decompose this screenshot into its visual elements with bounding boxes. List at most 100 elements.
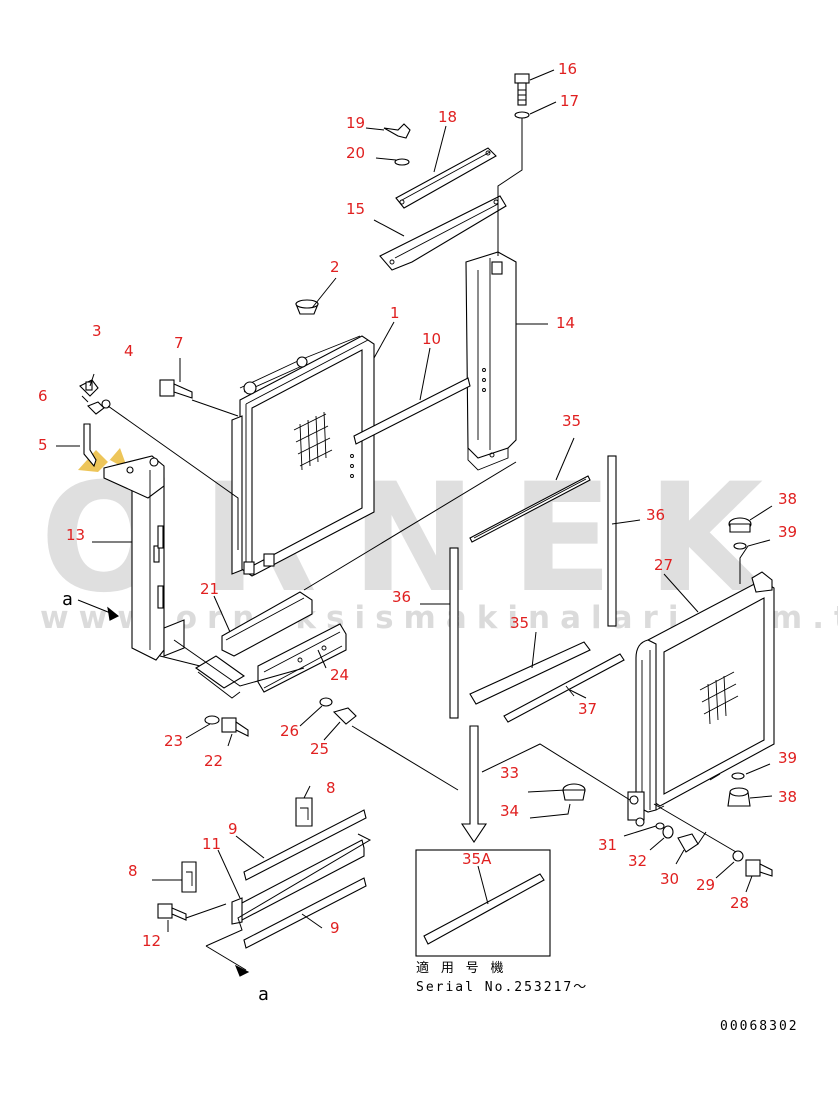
callout-20: 20 [346, 144, 365, 162]
callout-8-left: 8 [128, 862, 138, 880]
bolt-22 [221, 717, 249, 737]
stay-13 [103, 455, 185, 661]
seal-10 [353, 377, 471, 445]
ref-arrow-a-bottom: a [205, 945, 269, 1005]
callout-21: 21 [200, 580, 219, 598]
washer-23 [204, 715, 220, 725]
callout-28: 28 [730, 894, 749, 912]
callout-38-bottom: 38 [778, 788, 797, 806]
bolt-7 [159, 379, 193, 399]
cap-34 [562, 783, 586, 801]
oring-39-top [733, 542, 747, 550]
ref-arrow-a-top: a [62, 589, 120, 621]
bracket-18 [395, 147, 497, 209]
seal-36-right [607, 455, 617, 627]
clip-6 [87, 401, 105, 415]
callout-8-top: 8 [326, 779, 336, 797]
ref-label-a-bottom: a [258, 984, 269, 1005]
bolt-16 [514, 73, 530, 106]
callout-19: 19 [346, 114, 365, 132]
radiator-27 [627, 571, 775, 827]
bracket-21 [221, 591, 313, 657]
callout-16: 16 [558, 60, 577, 78]
applicability-label: 適 用 号 機 [416, 960, 505, 976]
block-8-top [295, 797, 313, 827]
callout-1: 1 [390, 304, 400, 322]
elbow-30 [677, 833, 699, 853]
bolt-12 [157, 903, 187, 921]
callout-9-bottom: 9 [330, 919, 340, 937]
seal-35-top [469, 475, 591, 543]
bolt-28 [745, 859, 773, 877]
callout-10: 10 [422, 330, 441, 348]
callout-7: 7 [174, 334, 184, 352]
callout-30: 30 [660, 870, 679, 888]
callout-2: 2 [330, 258, 340, 276]
arrow-down [460, 725, 488, 843]
washer-26 [319, 697, 333, 707]
callout-15: 15 [346, 200, 365, 218]
leader-lines [56, 69, 773, 947]
wing-nut-19 [383, 123, 411, 139]
washer-20 [394, 158, 410, 166]
callout-22: 22 [204, 752, 223, 770]
plate-15 [379, 195, 507, 271]
clamp-3 [79, 379, 99, 397]
strip-9-bottom [243, 877, 367, 949]
stay-14 [465, 251, 517, 471]
oring-31 [655, 822, 665, 830]
inset-box-35A: 35A [415, 849, 551, 957]
callout-35-lower: 35 [510, 614, 529, 632]
callout-13: 13 [66, 526, 85, 544]
washer-29 [732, 850, 744, 862]
radiator-1 [231, 335, 375, 577]
tube-5 [83, 423, 97, 468]
washer-17 [514, 111, 530, 119]
callout-36-left: 36 [392, 588, 411, 606]
callout-4: 4 [124, 342, 134, 360]
oring-39-bottom [731, 772, 745, 780]
callout-35-top: 35 [562, 412, 581, 430]
callout-3: 3 [92, 322, 102, 340]
callout-31: 31 [598, 836, 617, 854]
callout-37: 37 [578, 700, 597, 718]
plug-38-bottom [727, 787, 751, 807]
drawing-number: 00068302 [720, 1019, 799, 1034]
callout-26: 26 [280, 722, 299, 740]
seal-36-left [449, 547, 459, 719]
applicability-serial: Serial No.253217～ [416, 980, 588, 995]
callout-35A: 35A [462, 850, 492, 868]
seal-37 [503, 653, 625, 723]
callout-18: 18 [438, 108, 457, 126]
callout-27: 27 [654, 556, 673, 574]
callout-9-top: 9 [228, 820, 238, 838]
callout-32: 32 [628, 852, 647, 870]
cap-2 [295, 299, 319, 315]
oring-32 [662, 825, 674, 839]
callout-24: 24 [330, 666, 349, 684]
callout-38-top: 38 [778, 490, 797, 508]
seal-35-lower [469, 641, 591, 705]
cap-38-top [728, 517, 752, 533]
callout-5: 5 [38, 436, 48, 454]
wing-nut-25 [332, 707, 357, 725]
callout-29: 29 [696, 876, 715, 894]
callout-17: 17 [560, 92, 579, 110]
callout-11: 11 [202, 835, 221, 853]
callout-39-bottom: 39 [778, 749, 797, 767]
block-8-left [181, 861, 197, 893]
ref-label-a-top: a [62, 589, 73, 610]
watermark-logo-mark [78, 448, 128, 472]
callout-36-right: 36 [646, 506, 665, 524]
callout-34: 34 [500, 802, 519, 820]
callout-23: 23 [164, 732, 183, 750]
callout-14: 14 [556, 314, 575, 332]
callout-33: 33 [500, 764, 519, 782]
callout-39-top: 39 [778, 523, 797, 541]
callout-25: 25 [310, 740, 329, 758]
bracket-base [194, 655, 246, 699]
callout-6: 6 [38, 387, 48, 405]
callouts: 1 2 3 4 5 6 7 8 8 9 9 10 11 12 13 14 15 … [38, 60, 797, 950]
callout-12: 12 [142, 932, 161, 950]
